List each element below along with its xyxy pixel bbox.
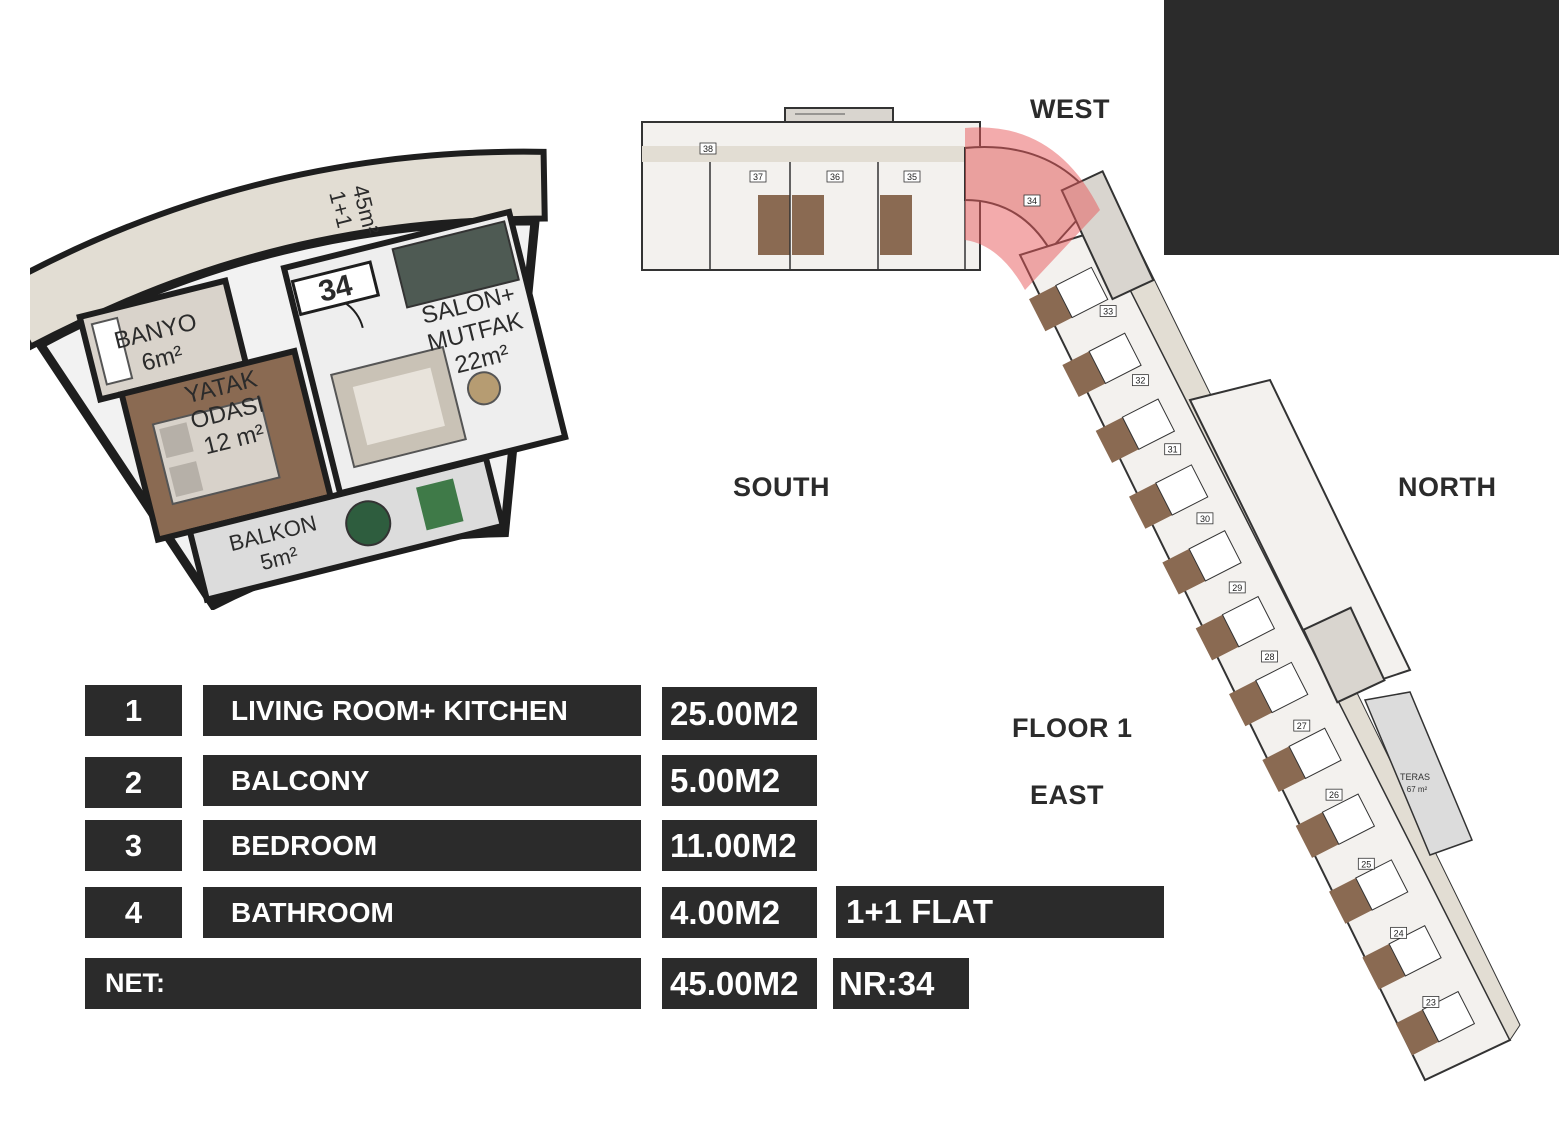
balcony-table-icon xyxy=(345,500,392,547)
plant-icon xyxy=(416,478,464,531)
net-label: NET: xyxy=(85,958,641,1009)
unit-label-box xyxy=(1422,996,1440,1008)
east-unit-living xyxy=(1221,595,1276,648)
east-unit-living xyxy=(1188,530,1242,582)
pillow-icon xyxy=(159,422,194,459)
row-3-index: 3 xyxy=(85,820,182,871)
terrace-area: 67 m² xyxy=(1407,785,1428,794)
east-unit-living xyxy=(1321,793,1376,845)
east-unit xyxy=(1095,398,1176,463)
east-unit-living xyxy=(1055,266,1109,319)
east-unit xyxy=(1029,266,1109,332)
net-area: 45.00M2 xyxy=(662,958,817,1009)
unit-label-37: 37 xyxy=(753,172,763,182)
row-1-area: 25.00M2 xyxy=(662,687,817,740)
east-unit xyxy=(1129,464,1209,529)
unit-number-box xyxy=(290,260,381,317)
unit-label-box xyxy=(1023,194,1041,207)
unit-label-38: 38 xyxy=(703,144,713,154)
unit-label-26: 26 xyxy=(1329,790,1339,800)
east-unit xyxy=(1162,530,1242,595)
east-unit-rooms xyxy=(1029,266,1476,1056)
east-unit xyxy=(1062,332,1142,398)
row-2-area: 5.00M2 xyxy=(662,755,817,806)
east-unit-living xyxy=(1288,727,1342,780)
row-4-area: 4.00M2 xyxy=(662,887,817,938)
floor-site-plan: TERAS 67 m² 38 37 36 35 34 33 32 31 30 29 28 27 26 25… xyxy=(641,107,1521,1082)
unit-label-box xyxy=(1228,581,1246,594)
unit-34-highlight xyxy=(965,127,1100,290)
unit-label-box xyxy=(826,170,844,183)
unit-label-31: 31 xyxy=(1168,445,1178,455)
compass-south: SOUTH xyxy=(733,472,830,502)
unit-label-29: 29 xyxy=(1232,583,1242,593)
east-unit-living xyxy=(1088,332,1142,385)
unit-label-30: 30 xyxy=(1200,514,1210,524)
unit-label-36: 36 xyxy=(830,172,840,182)
unit-label-box xyxy=(1390,926,1407,939)
row-3-area: 11.00M2 xyxy=(662,820,817,871)
unit-label-box xyxy=(1293,719,1311,732)
unit-label-box xyxy=(1261,650,1278,663)
east-unit xyxy=(1195,595,1276,661)
coffee-table-icon xyxy=(466,371,501,406)
unit-label-24: 24 xyxy=(1394,928,1404,938)
compass-east: EAST xyxy=(1030,780,1105,810)
unit-label-33: 33 xyxy=(1103,307,1113,317)
unit-label-28: 28 xyxy=(1264,652,1274,662)
kitchen-counter xyxy=(391,220,520,309)
west-corridor xyxy=(642,146,980,162)
east-unit-living xyxy=(1255,661,1309,714)
shower-tray xyxy=(90,316,134,386)
unit-label-box xyxy=(1132,374,1149,387)
east-unit-living xyxy=(1155,464,1209,516)
unit-label-25: 25 xyxy=(1361,859,1371,869)
row-1-room: LIVING ROOM+ KITCHEN xyxy=(203,685,641,736)
sofa-seat xyxy=(352,367,445,446)
unit-label-34: 34 xyxy=(1027,196,1037,206)
row-2-room: BALCONY xyxy=(203,755,641,806)
dark-corner-block xyxy=(1164,0,1559,255)
compass-north: NORTH xyxy=(1398,472,1497,502)
unit-label-32: 32 xyxy=(1135,376,1145,386)
terrace-label: TERAS xyxy=(1400,772,1430,782)
stair-block-lower xyxy=(1302,606,1386,704)
floor-label: FLOOR 1 xyxy=(1012,713,1133,743)
unit-label-box xyxy=(1099,305,1117,317)
unit-label-27: 27 xyxy=(1297,721,1307,731)
unit-34-floor-plan: 34 BANYO 6m² YATAK ODASI 12 m² SALON+ MU… xyxy=(30,148,569,610)
east-unit xyxy=(1229,661,1309,727)
east-unit xyxy=(1362,925,1442,990)
east-unit xyxy=(1262,727,1342,793)
unit-label-box xyxy=(1357,857,1375,870)
east-unit xyxy=(1295,793,1376,858)
row-4-index: 4 xyxy=(85,887,182,938)
unit-label-box xyxy=(699,142,717,155)
unit-label-box xyxy=(1164,443,1182,456)
unit-label-box xyxy=(749,170,767,183)
row-4-room: BATHROOM xyxy=(203,887,641,938)
row-2-index: 2 xyxy=(85,757,182,808)
flat-type-badge: 1+1 FLAT xyxy=(836,886,1164,938)
unit-number-labels: 38 37 36 35 34 33 32 31 30 29 28 27 26 25 24 23 xyxy=(699,142,1440,1008)
east-unit xyxy=(1329,859,1409,924)
unit-number: 34 xyxy=(315,269,356,309)
terrace xyxy=(1363,691,1473,856)
unit-label-23: 23 xyxy=(1426,997,1436,1007)
flat-number-badge: NR:34 xyxy=(833,958,969,1009)
row-1-index: 1 xyxy=(85,685,182,736)
pillow-icon xyxy=(168,461,204,497)
compass-west: WEST xyxy=(1030,94,1110,124)
east-unit-living xyxy=(1121,398,1176,450)
unit-label-35: 35 xyxy=(907,172,917,182)
west-bedrooms xyxy=(758,195,912,255)
row-3-room: BEDROOM xyxy=(203,820,641,871)
unit-label-box xyxy=(1325,788,1343,801)
unit-label-box xyxy=(1196,512,1214,525)
unit-label-box xyxy=(903,170,921,183)
